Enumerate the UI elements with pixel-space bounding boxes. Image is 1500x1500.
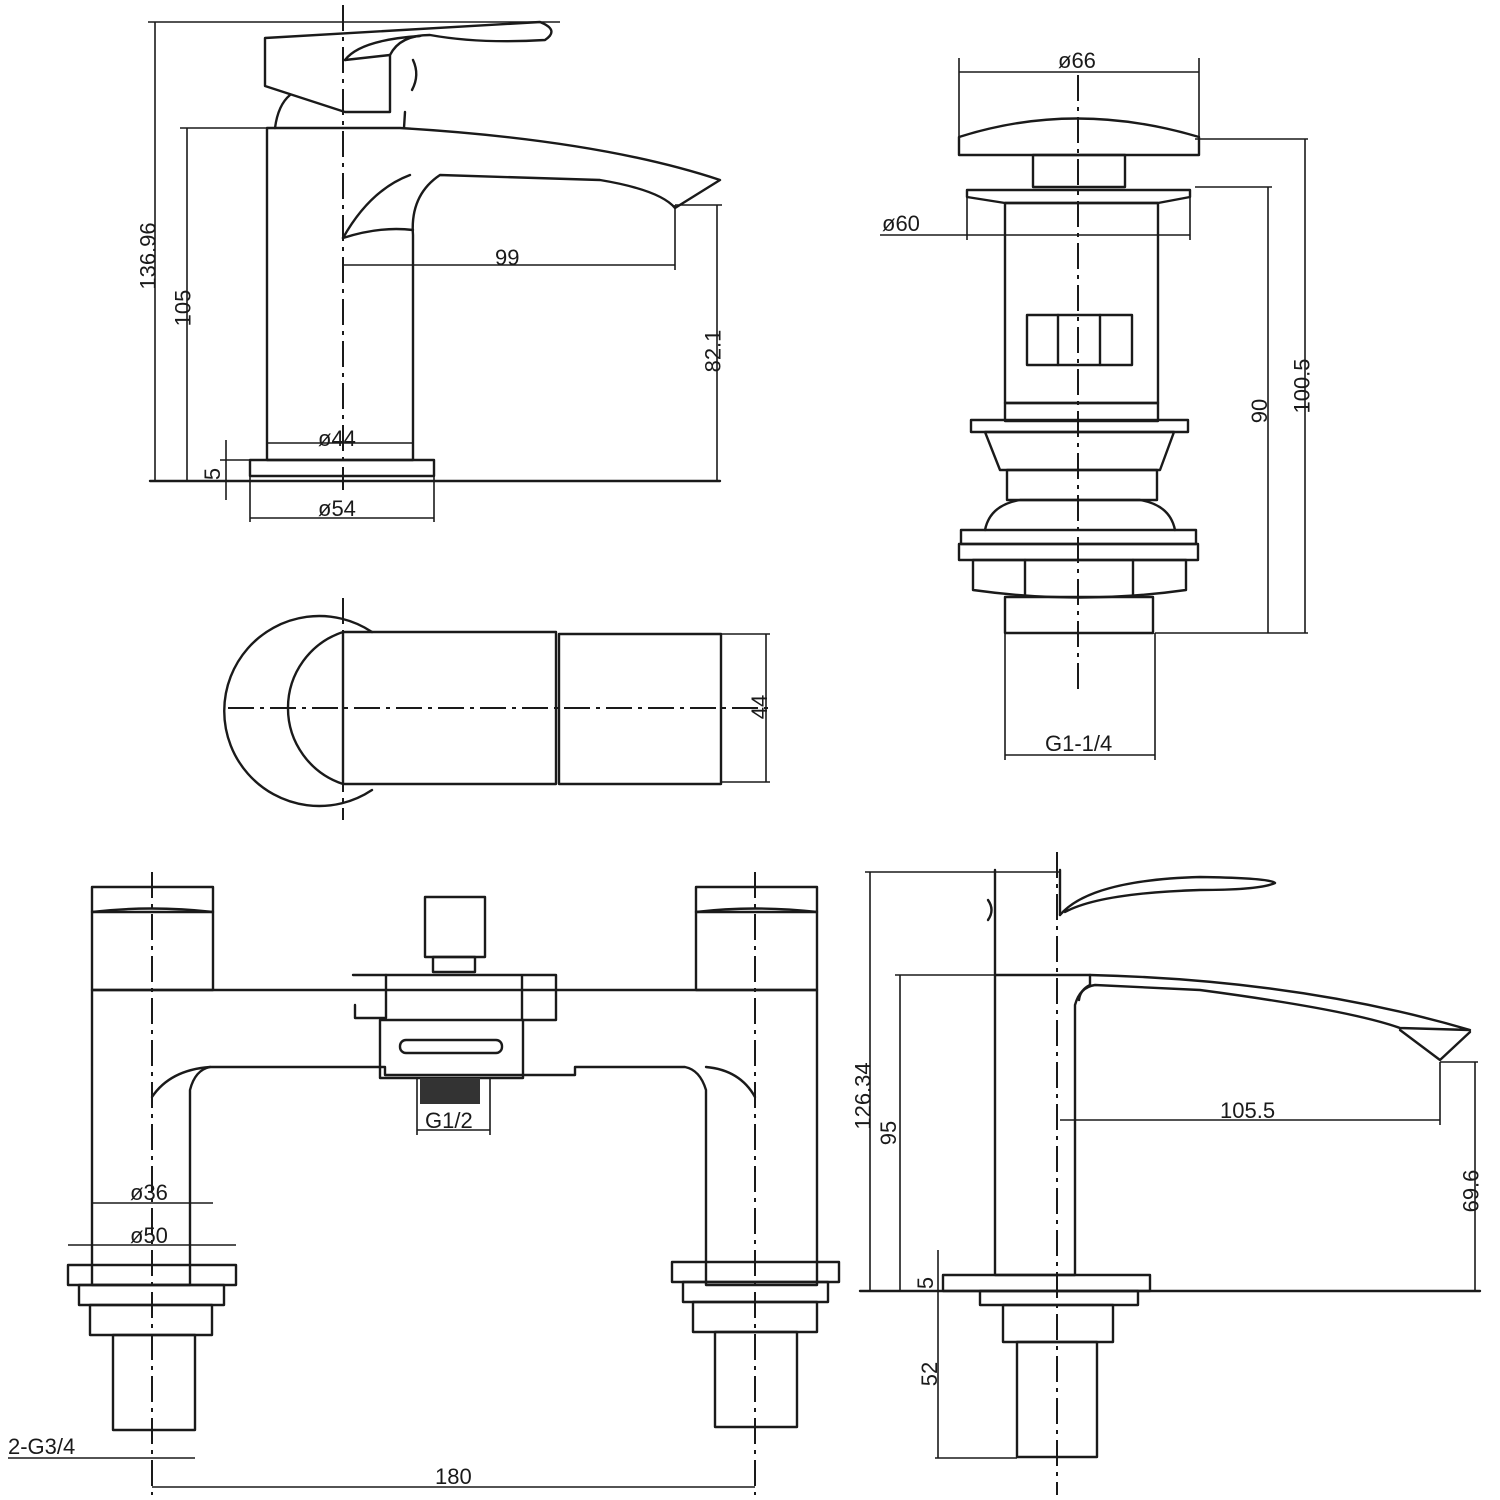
dim-base-diameter: ø54 (318, 496, 356, 521)
dim-overall-length: 100.5 (1289, 358, 1315, 414)
dim-body-height: 105 (170, 289, 196, 327)
dim-spout-width: 44 (747, 694, 773, 720)
dim-tail-length: 52 (917, 1361, 943, 1387)
dim-base-thickness-bath: 5 (913, 1276, 939, 1290)
bath-mixer-front-view (8, 872, 841, 1495)
dim-body-length: 90 (1247, 398, 1273, 424)
dim-spout-outlet-height: 82.1 (700, 329, 726, 373)
dim-shower-outlet: G1/2 (425, 1108, 473, 1133)
dim-pillar-diameter: ø36 (130, 1180, 168, 1205)
dim-cap-diameter: ø66 (1058, 48, 1096, 73)
dim-overall-height: 136.96 (135, 222, 161, 290)
basin-mixer-top-view (223, 598, 770, 820)
dim-body-height-bath: 95 (876, 1120, 902, 1146)
dim-overall-height-bath: 126.34 (850, 1062, 876, 1130)
basin-mixer-side-view (148, 5, 722, 522)
dim-body-diameter: ø44 (318, 426, 356, 451)
dim-spout-outlet-height-bath: 69.6 (1458, 1169, 1484, 1213)
dim-inlet-thread: 2-G3/4 (8, 1434, 76, 1459)
waste-view (880, 58, 1308, 760)
dim-spout-reach: 99 (495, 245, 520, 270)
dim-spout-reach-bath: 105.5 (1220, 1098, 1276, 1123)
dim-flange-diameter: ø60 (882, 211, 920, 236)
bath-mixer-side-view (858, 852, 1482, 1495)
dim-base-thickness: 5 (200, 467, 226, 481)
dim-thread: G1-1/4 (1045, 731, 1113, 756)
dim-centres: 180 (435, 1464, 472, 1489)
dim-base-diameter-bath: ø50 (130, 1223, 168, 1248)
